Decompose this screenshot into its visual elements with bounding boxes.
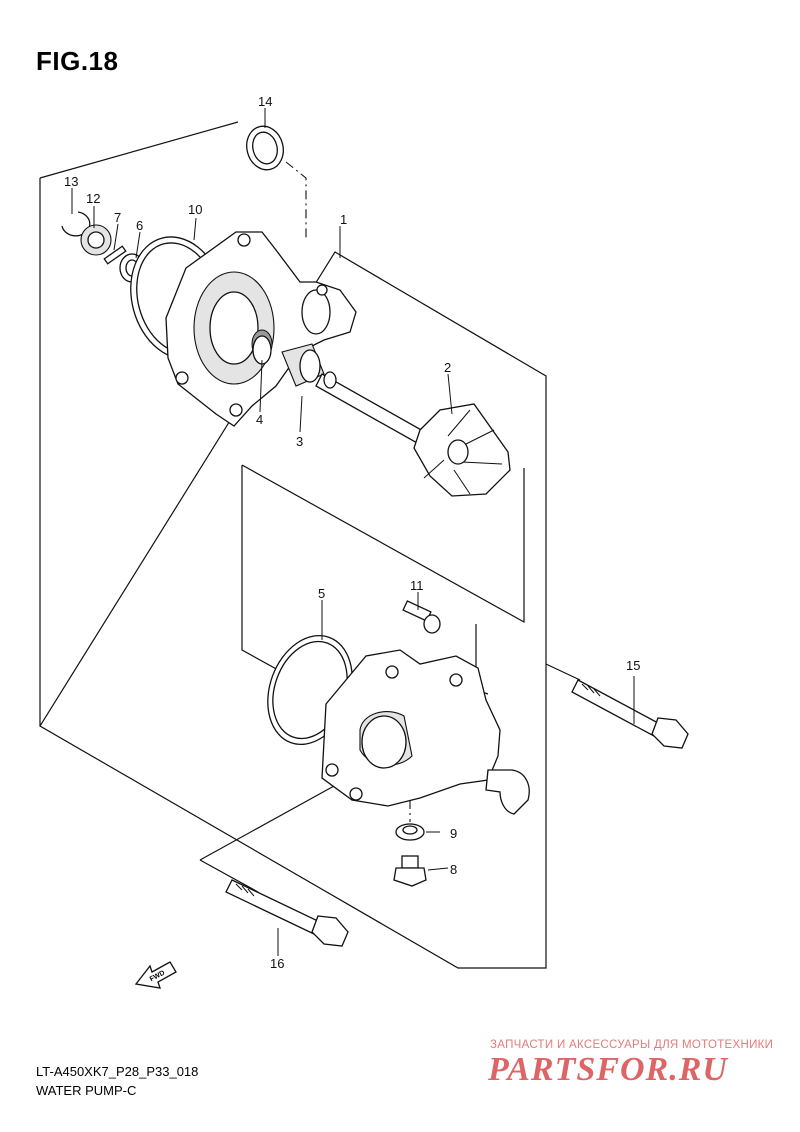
part-11-screw[interactable] — [402, 600, 441, 634]
pump-cover-housing[interactable] — [321, 649, 530, 815]
callout-13: 13 — [64, 174, 78, 189]
part-15-bolt[interactable] — [571, 679, 689, 749]
leader-lines — [71, 108, 635, 956]
figure-title: FIG.18 — [36, 46, 119, 76]
callout-16: 16 — [270, 956, 284, 971]
callout-3: 3 — [296, 434, 303, 449]
fwd-arrow-icon: FWD — [134, 961, 177, 989]
part-3-mechanical-seal[interactable] — [281, 343, 325, 387]
part-12-seal[interactable] — [80, 224, 112, 256]
part-8-drain-bolt[interactable] — [393, 855, 427, 887]
part-14-guide-line — [285, 161, 307, 238]
callout-10: 10 — [188, 202, 202, 217]
callout-7: 7 — [114, 210, 121, 225]
callout-4: 4 — [256, 412, 263, 427]
callout-8: 8 — [450, 862, 457, 877]
part-7-pin[interactable] — [103, 245, 127, 265]
bolt-frame — [199, 785, 335, 893]
callout-9: 9 — [450, 826, 457, 841]
part-16-bolt[interactable] — [225, 879, 349, 947]
section-name: WATER PUMP-C — [36, 1083, 137, 1098]
bolt-15-leader-frame — [545, 663, 581, 681]
model-code: LT-A450XK7_P28_P33_018 — [36, 1064, 199, 1079]
part-9-gasket[interactable] — [395, 823, 425, 841]
callout-5: 5 — [318, 586, 325, 601]
callout-1: 1 — [340, 212, 347, 227]
watermark-brand: PARTSFOR.RU — [488, 1051, 728, 1088]
callout-15: 15 — [626, 658, 640, 673]
callout-2: 2 — [444, 360, 451, 375]
assembly-frame — [39, 121, 547, 969]
part-14-o-ring[interactable] — [242, 122, 288, 174]
watermark-tagline: ЗАПЧАСТИ И АКСЕССУАРЫ ДЛЯ МОТОТЕХНИКИ — [490, 1039, 774, 1051]
part-2-impeller-shaft[interactable] — [315, 371, 511, 497]
callout-6: 6 — [136, 218, 143, 233]
callout-14: 14 — [258, 94, 272, 109]
callout-11: 11 — [410, 578, 424, 593]
callout-12: 12 — [86, 191, 100, 206]
diagram-footer: LT-A450XK7_P28_P33_018 WATER PUMP-C — [36, 1062, 198, 1100]
part-4-oil-seal[interactable] — [252, 335, 272, 365]
